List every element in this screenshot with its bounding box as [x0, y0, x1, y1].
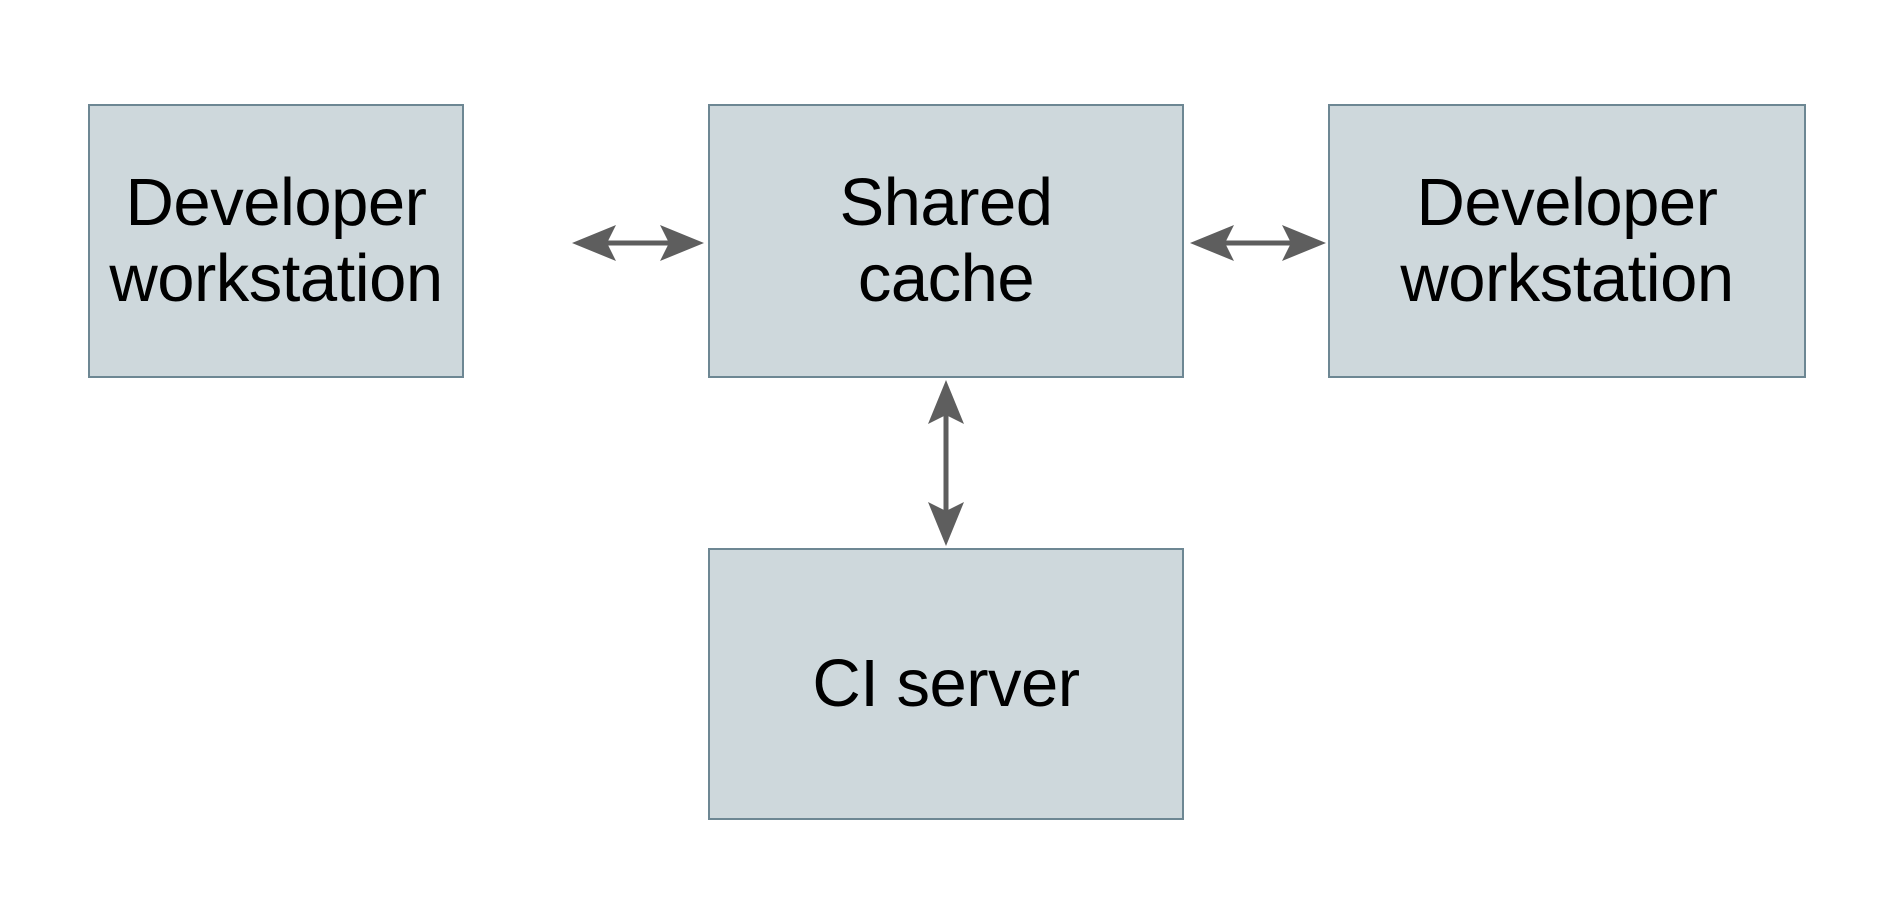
arrow-head-left-icon [572, 225, 616, 261]
node-developer-workstation-right[interactable]: Developer workstation [1328, 104, 1806, 378]
arrow-head-up-icon [928, 380, 964, 424]
node-label-developer-workstation-right: Developer workstation [1400, 165, 1734, 316]
arrow-head-right-icon [1282, 225, 1326, 261]
arrow-head-left-icon [1190, 225, 1234, 261]
node-ci-server[interactable]: CI server [708, 548, 1184, 820]
node-label-shared-cache: Shared cache [839, 165, 1053, 316]
arrow-head-down-icon [928, 502, 964, 546]
node-developer-workstation-left[interactable]: Developer workstation [88, 104, 464, 378]
node-label-developer-workstation-left: Developer workstation [109, 165, 443, 316]
node-shared-cache[interactable]: Shared cache [708, 104, 1184, 378]
connector-left-workstation-shared-cache[interactable] [464, 213, 710, 273]
arrow-head-right-icon [660, 225, 704, 261]
connector-shared-cache-right-workstation[interactable] [1184, 213, 1330, 273]
connector-shared-cache-ci-server[interactable] [916, 376, 976, 550]
node-label-ci-server: CI server [812, 646, 1080, 722]
